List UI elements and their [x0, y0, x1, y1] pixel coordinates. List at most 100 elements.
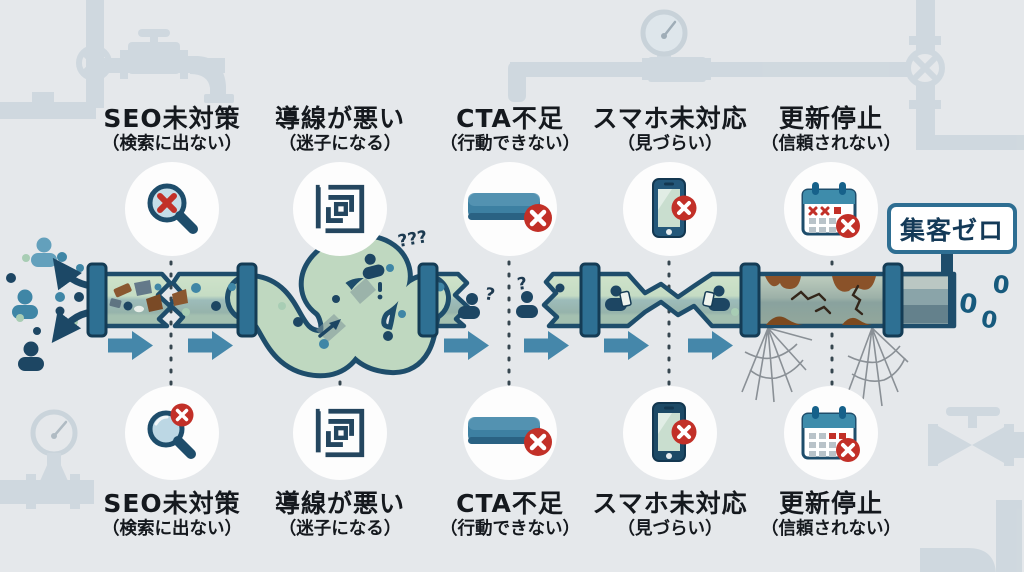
decor-spout: [186, 56, 226, 98]
problem-top-mobile: スマホ未対応 （見づらい）: [552, 103, 788, 257]
pipe-cracks: [790, 284, 864, 316]
zero-output: 0 0 0: [957, 270, 1011, 335]
problem-title: スマホ未対応: [592, 489, 748, 518]
pipe-open-end: [948, 272, 956, 328]
flow-arrow: [524, 331, 569, 360]
gap-question-right: ?: [516, 274, 529, 295]
decor-flange: [70, 474, 80, 509]
decor-flange: [1004, 424, 1014, 466]
decor-pipe: [996, 500, 1022, 572]
flange: [86, 262, 108, 338]
problem-subtitle: （迷子になる）: [278, 519, 402, 540]
problem-subtitle: （検索に出ない）: [102, 519, 242, 540]
knot-direction-arrow: [318, 319, 341, 338]
decor-coupling: [648, 57, 706, 82]
pipe-knot: [225, 233, 451, 379]
problem-top-updates: 更新停止 （信頼されない）: [713, 103, 949, 257]
phone-icon: [702, 290, 715, 308]
calendar-x-icon: [784, 162, 878, 257]
decor-elbow: [508, 62, 526, 102]
problem-top-seo: SEO未対策 （検索に出ない）: [54, 103, 290, 257]
decor-flange: [180, 50, 188, 79]
problem-title: SEO未対策: [103, 104, 241, 133]
problem-bottom-navigation: 導線が悪い （迷子になる）: [222, 386, 458, 541]
maze-icon: [293, 162, 387, 257]
problem-title: スマホ未対応: [592, 104, 748, 133]
flange: [236, 262, 258, 338]
problem-subtitle: （見づらい）: [617, 134, 723, 155]
decor-elbow-pipe: [920, 548, 996, 572]
phone-icon: [619, 290, 632, 308]
gap-users: ? ?: [458, 274, 538, 319]
exclamation-mark: [377, 282, 383, 300]
decor-pipe: [925, 135, 1024, 150]
decor-valve-handle: [946, 407, 1000, 416]
decor-pipe: [86, 0, 104, 108]
pipe-debris: [109, 280, 188, 313]
problem-subtitle: （行動できない）: [440, 134, 580, 155]
gap-question-left: ?: [483, 284, 496, 305]
pipe-flanges: [86, 262, 904, 338]
decor-flange: [26, 474, 36, 509]
decor-spout-lip: [204, 94, 234, 103]
decor-tee: [32, 92, 54, 104]
problem-subtitle: （行動できない）: [440, 519, 580, 540]
zero-glyph: 0: [991, 270, 1011, 300]
decor-handwheel-icon: [76, 45, 112, 81]
cobweb-icon: [741, 327, 909, 409]
user-icon: [23, 341, 39, 357]
decor-pipe: [1012, 432, 1024, 458]
smartphone-x-icon: [623, 386, 717, 480]
mobile-users: [605, 285, 730, 311]
problem-subtitle: （信頼されない）: [761, 134, 901, 155]
decor-flange: [704, 58, 711, 80]
flow-arrow: [688, 331, 733, 360]
problem-title: CTA不足: [456, 489, 564, 518]
pipe-tail-bands: [897, 272, 956, 328]
sign-post: [941, 248, 953, 276]
problem-top-cta: CTA不足 （行動できない）: [392, 103, 628, 257]
decor-valve-body: [40, 463, 68, 481]
problem-bottom-mobile: スマホ未対応 （見づらい）: [552, 386, 788, 541]
decor-valve-stem: [150, 35, 158, 44]
problem-title: 更新停止: [778, 489, 883, 518]
zero-glyph: 0: [979, 306, 999, 334]
decor-flange: [909, 36, 941, 45]
problem-bottom-updates: 更新停止 （信頼されない）: [713, 386, 949, 541]
decor-valve-stem: [968, 414, 977, 428]
flow-arrows: [108, 331, 733, 360]
knot-dots: [278, 264, 406, 349]
problem-title: 導線が悪い: [274, 104, 405, 133]
smartphone-x-icon: [623, 162, 717, 257]
button-x-icon: [463, 162, 557, 257]
flow-arrow: [604, 331, 649, 360]
problem-bottom-seo: SEO未対策 （検索に出ない）: [54, 386, 290, 541]
decor-valve-body: [128, 42, 180, 74]
problem-title: 更新停止: [778, 104, 883, 133]
flange: [417, 262, 439, 338]
sign-label: 集客ゼロ: [899, 215, 1004, 245]
magnifier-x-icon: [125, 386, 219, 480]
maze-icon: [293, 386, 387, 480]
problem-title: CTA不足: [456, 104, 564, 133]
flange: [739, 262, 761, 338]
pipe-dots: [182, 282, 739, 316]
rust-patches: [765, 276, 876, 325]
decor-flange: [120, 50, 128, 79]
problem-subtitle: （迷子になる）: [278, 134, 402, 155]
problem-subtitle: （信頼されない）: [761, 519, 901, 540]
flow-arrow: [444, 331, 489, 360]
user-icon: [17, 289, 33, 305]
flow-arrow: [108, 331, 153, 360]
problem-title: 導線が悪い: [274, 489, 405, 518]
user-icon: [36, 237, 52, 253]
flange: [882, 262, 904, 338]
lost-user-icon: [362, 253, 385, 280]
decor-flange: [642, 58, 649, 80]
inflow-users: [6, 237, 96, 371]
problem-subtitle: （検索に出ない）: [102, 134, 242, 155]
zero-customers-sign: 集客ゼロ: [887, 203, 1017, 254]
decor-pipe: [0, 102, 96, 119]
